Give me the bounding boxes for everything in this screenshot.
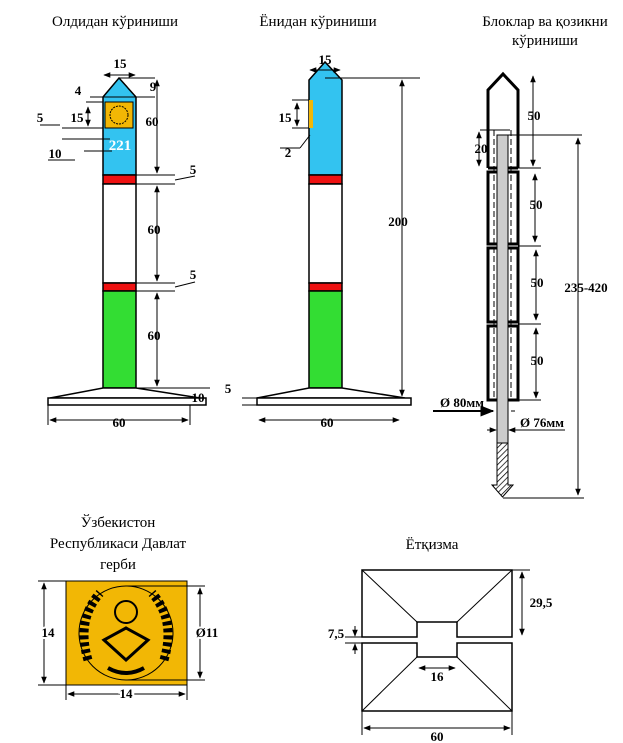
emblem-plate [65, 580, 188, 686]
blocks-view: Блоклар ва қозикни кўриниши [433, 14, 608, 499]
bottom-half [361, 642, 513, 712]
dim-base-width: 60 [321, 415, 334, 430]
blocks-view-title-2: кўриниши [512, 33, 578, 49]
dim-base-height: 10 [192, 390, 205, 405]
dim-outer-diameter: Ø 80мм [440, 395, 484, 410]
red-stripe [308, 282, 343, 292]
layout-title: Ётқизма [406, 536, 459, 553]
dimension-lines [38, 580, 205, 700]
dim-block-3: 50 [531, 275, 544, 290]
dim-number-height: 10 [49, 146, 62, 161]
dim-gap: 7,5 [328, 626, 345, 641]
dim-space: 5 [37, 110, 44, 125]
emblem-title-2: Республикаси Давлат [50, 536, 187, 552]
green-section [102, 290, 137, 389]
emblem-section: Ўзбекистон Республикаси Давлат герби 14 … [38, 514, 220, 703]
dim-height: 200 [388, 214, 408, 229]
dim-inner-diameter: Ø 76мм [520, 415, 564, 430]
emblem-edge [309, 100, 313, 128]
dim-seg3: 60 [148, 328, 161, 343]
base [49, 387, 201, 399]
emblem-icon [109, 105, 129, 125]
dim-emblem: 15 [71, 110, 85, 125]
dimension-lines [433, 75, 584, 499]
dimension-lines [40, 72, 210, 425]
dim-cap: 9 [150, 79, 157, 94]
white-section [308, 183, 343, 284]
blocks-view-title-1: Блоклар ва қозикни [482, 14, 607, 30]
red-stripe [308, 174, 343, 185]
top-half [361, 569, 513, 638]
dim-seg2: 60 [148, 222, 161, 237]
dim-width: 60 [431, 729, 444, 743]
red-stripe [102, 174, 137, 185]
dim-half-height: 29,5 [530, 595, 553, 610]
dim-notch: 16 [431, 669, 445, 684]
dim-gap: 4 [75, 83, 82, 98]
post-number: 221 [109, 138, 132, 154]
dim-overlap: 20 [475, 141, 488, 156]
red-stripe [102, 282, 137, 292]
dim-width: 14 [120, 686, 134, 701]
emblem-title-1: Ўзбекистон [81, 514, 156, 531]
white-section [102, 183, 137, 284]
dim-block-4: 50 [531, 353, 544, 368]
dimension-lines [242, 67, 420, 423]
dimension-lines [345, 569, 530, 735]
diagonals [361, 569, 513, 712]
front-view-title: Олдидан кўриниши [52, 14, 178, 30]
dim-diameter: Ø11 [196, 625, 218, 640]
state-emblem-icon [78, 585, 174, 681]
front-view: Олдидан кўриниши 221 15 9 [37, 14, 210, 430]
dim-emblem: 15 [279, 110, 293, 125]
dim-total: 235-420 [564, 280, 607, 295]
dim-stripe1: 5 [190, 162, 197, 177]
green-section [308, 290, 343, 389]
emblem-title-3: герби [100, 557, 136, 573]
base-plate [47, 397, 207, 406]
side-view: Ёнидан кўриниши 15 15 2 200 5 60 [225, 13, 420, 430]
dim-stripe2: 5 [190, 267, 197, 282]
dim-base-width: 60 [113, 415, 126, 430]
anchor-spike [490, 442, 515, 498]
dim-block-2: 50 [530, 197, 543, 212]
base-plate [256, 397, 412, 406]
steel-pipe [496, 134, 509, 444]
dim-top-width: 15 [114, 56, 128, 71]
dim-thickness: 2 [285, 145, 292, 160]
base [256, 387, 406, 399]
post-cap [308, 60, 343, 176]
dim-top-width: 15 [319, 52, 333, 67]
dim-seg1: 60 [146, 114, 159, 129]
dim-block-1: 50 [528, 108, 541, 123]
layout-plan: Ётқизма 29,5 7,5 16 60 [328, 536, 553, 743]
dim-height: 14 [42, 625, 56, 640]
dim-base-height: 5 [225, 381, 232, 396]
side-view-title: Ёнидан кўриниши [259, 13, 376, 30]
